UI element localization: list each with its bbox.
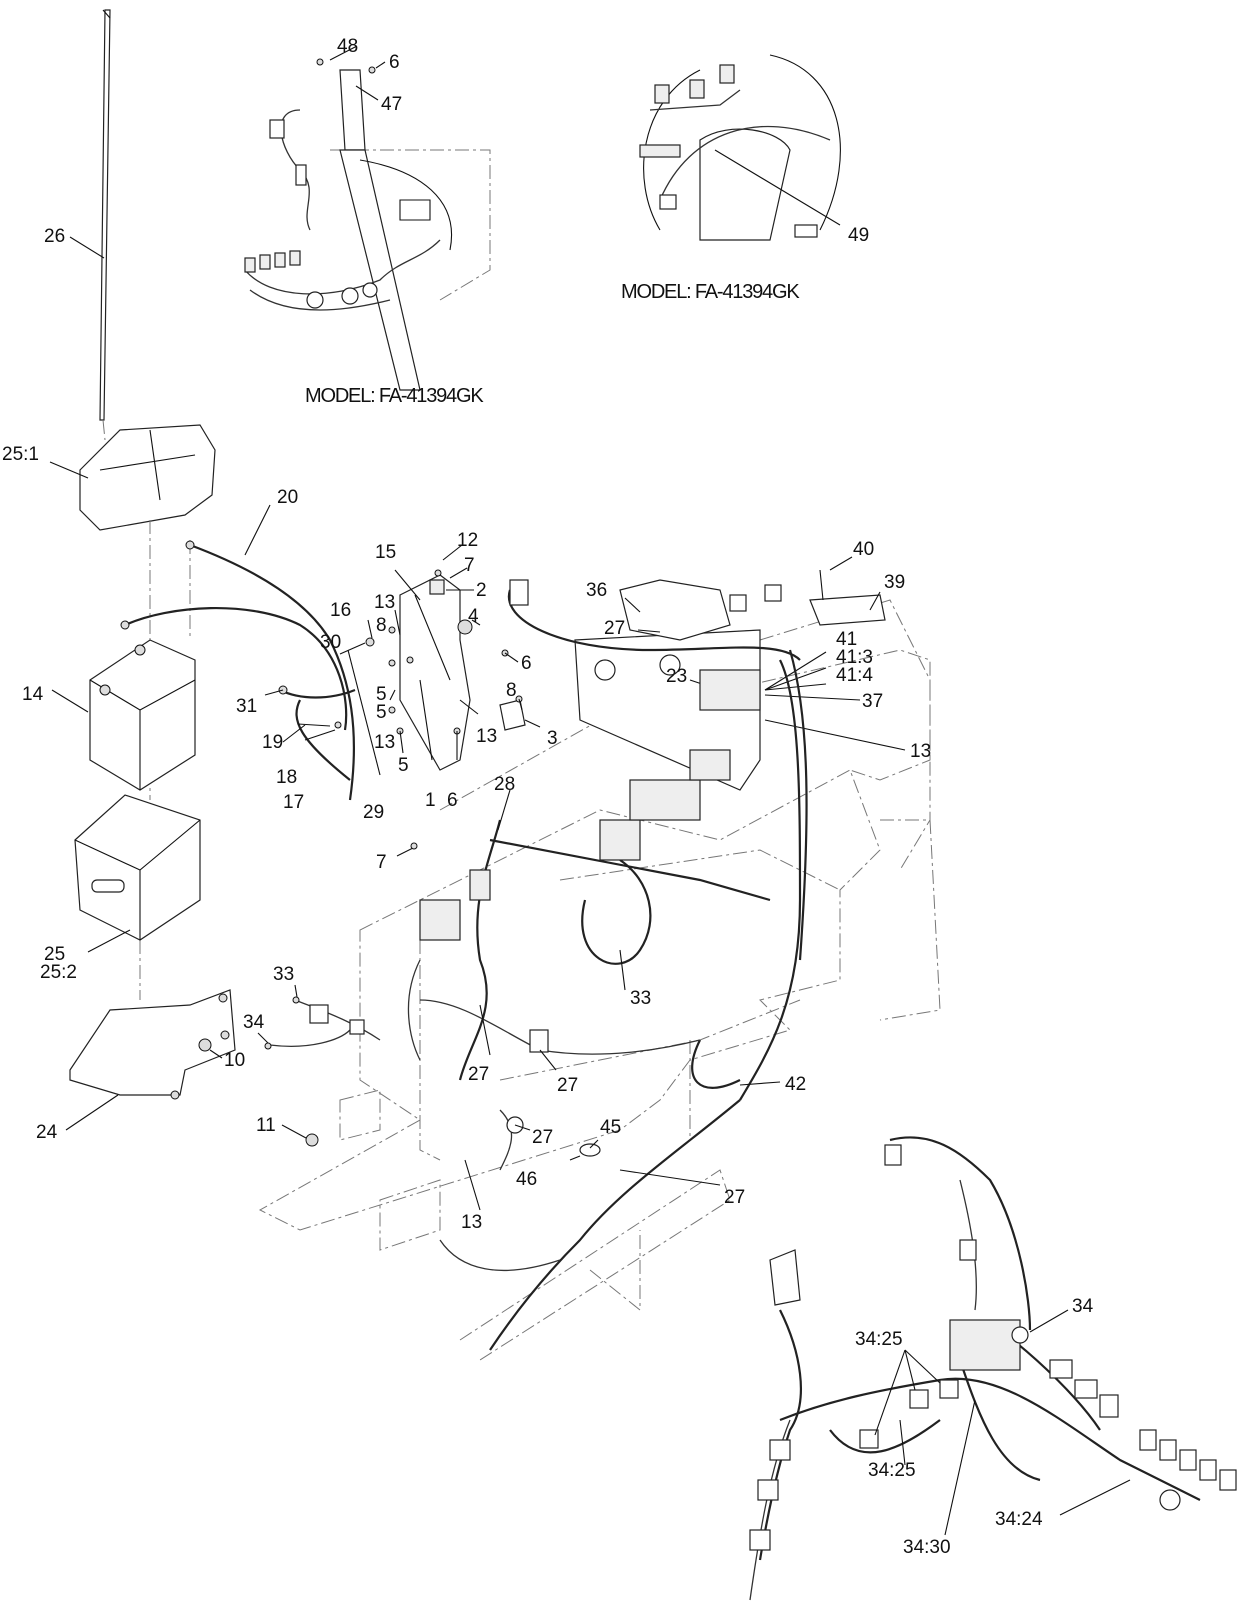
callout-29: 29 [363,802,384,823]
callout-4: 4 [468,606,479,627]
callout-13-b: 13 [374,732,395,753]
callout-41: 41 [836,629,857,650]
callout-13-d: 13 [910,741,931,762]
callout-37: 37 [862,691,883,712]
callout-33-a: 33 [273,964,294,985]
rod-26 [69,9,111,421]
callout-39: 39 [884,572,905,593]
callout-47: 47 [381,94,402,115]
callout-27-b: 27 [468,1064,489,1085]
callout-6-b: 6 [521,653,532,674]
callout-27-a: 27 [604,618,625,639]
callout-11: 11 [256,1115,276,1136]
frame-outline [258,599,941,1361]
callout-25-1: 25:1 [2,444,39,465]
callout-28: 28 [494,774,515,795]
callout-34-b: 34 [1072,1296,1094,1317]
inset-drawing-2 [639,54,841,241]
callout-41-4: 41:4 [836,665,873,686]
callout-33-b: 33 [630,988,651,1009]
main-harness-33 [281,579,808,1351]
harness-34-detail [749,1136,1237,1601]
callout-34-30: 34:30 [903,1537,951,1558]
callout-23: 23 [666,666,687,687]
callout-30: 30 [320,632,341,653]
callout-10: 10 [224,1050,245,1071]
centerline [102,419,191,1000]
callout-20: 20 [277,487,298,508]
battery-box-25 [74,794,201,953]
callout-8-b: 8 [506,680,517,701]
battery-cables [120,504,381,801]
battery-tray-24 [65,989,236,1131]
callout-2: 2 [476,580,487,601]
bracket-assembly [388,544,541,771]
callout-13-e: 13 [461,1212,482,1233]
callout-16: 16 [330,600,351,621]
callout-34-24: 34:24 [995,1509,1043,1530]
callout-13-a: 13 [374,592,395,613]
callout-25-2: 25:2 [40,962,77,983]
callout-27-e: 27 [724,1187,745,1208]
callout-49: 49 [848,225,869,246]
callout-15: 15 [375,542,396,563]
callout-5-c: 5 [398,755,409,776]
callout-36: 36 [586,580,607,601]
callout-labels: 48 6 47 49 26 25:1 20 12 7 2 15 40 39 36… [2,36,1094,1558]
callout-34-a: 34 [243,1012,265,1033]
callout-24: 24 [36,1122,58,1143]
battery-cover-25-1 [49,424,216,531]
callout-13-c: 13 [476,726,497,747]
callout-7: 7 [464,555,475,576]
callout-45: 45 [600,1117,621,1138]
callout-1: 1 [425,790,436,811]
callout-5-b: 5 [376,702,387,723]
callout-48: 48 [337,36,358,57]
callout-6: 6 [389,52,400,73]
model-captions: MODEL: FA-41394GK MODEL: FA-41394GK [305,281,802,407]
callout-46: 46 [516,1169,537,1190]
callout-31: 31 [236,696,257,717]
callout-3: 3 [547,728,558,749]
model-caption-1: MODEL: FA-41394GK [305,385,484,407]
callout-17: 17 [283,792,304,813]
callout-40: 40 [853,539,874,560]
battery-14 [51,639,196,791]
callout-19: 19 [262,732,283,753]
callout-18: 18 [276,767,297,788]
harness-34-small [257,984,381,1050]
callout-34-25-b: 34:25 [868,1460,916,1481]
callout-34-25-a: 34:25 [855,1329,903,1350]
callout-6-c: 6 [447,790,458,811]
callout-14: 14 [22,684,44,705]
callout-26: 26 [44,226,65,247]
callout-27-d: 27 [532,1127,553,1148]
callout-7-b: 7 [376,852,387,873]
inset-drawing-1 [244,45,491,391]
callout-25: 25 [44,944,65,965]
callout-5-a: 5 [376,684,387,705]
callout-27-c: 27 [557,1075,578,1096]
callout-41-3: 41:3 [836,647,873,668]
model-caption-2: MODEL: FA-41394GK [621,281,800,303]
callout-12: 12 [457,530,478,551]
callout-42: 42 [785,1074,806,1095]
callout-8-a: 8 [376,615,387,636]
